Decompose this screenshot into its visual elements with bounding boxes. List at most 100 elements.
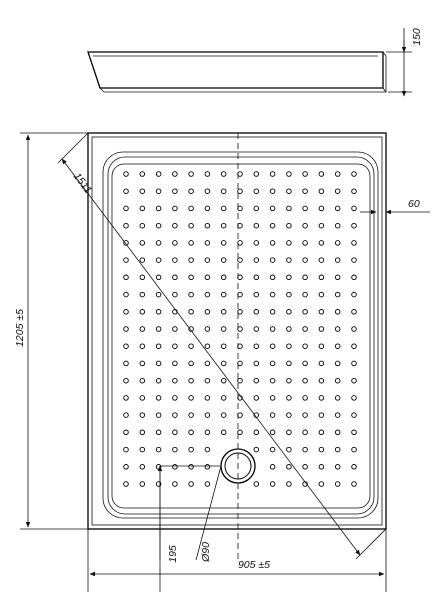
anti-slip-dot [204, 257, 211, 263]
anti-slip-dot [204, 291, 211, 298]
anti-slip-dot [302, 395, 308, 401]
anti-slip-dot [286, 481, 292, 487]
anti-slip-dot [318, 205, 325, 212]
anti-slip-dot [253, 326, 260, 332]
anti-slip-dot [155, 171, 162, 177]
anti-slip-dot [253, 171, 260, 177]
anti-slip-dot [302, 360, 308, 367]
anti-slip-dot [188, 429, 194, 436]
anti-slip-dot [253, 222, 260, 229]
anti-slip-dot [351, 377, 357, 384]
anti-slip-dot [139, 205, 146, 212]
anti-slip-dot [351, 464, 357, 470]
anti-slip-dot [123, 429, 129, 436]
anti-slip-dot [286, 205, 292, 212]
anti-slip-dot [155, 309, 162, 315]
anti-slip-dot [286, 377, 292, 384]
anti-slip-dot [220, 395, 227, 401]
anti-slip-dot [123, 291, 129, 298]
anti-slip-dot [286, 240, 292, 246]
anti-slip-dot [334, 240, 341, 246]
anti-slip-dot [351, 429, 357, 436]
anti-slip-dot [155, 446, 162, 453]
anti-slip-dot [172, 257, 178, 263]
anti-slip-dot [302, 343, 308, 349]
anti-slip-dot [318, 377, 325, 384]
anti-slip-dot [139, 429, 146, 436]
anti-slip-dot [123, 188, 129, 194]
anti-slip-dot [302, 464, 308, 470]
width-label: 905 ±5 [238, 559, 270, 571]
anti-slip-dot [302, 446, 308, 453]
anti-slip-dot [334, 343, 341, 349]
anti-slip-dot [269, 309, 276, 315]
anti-slip-dot [188, 291, 194, 298]
anti-slip-dot [172, 412, 178, 418]
anti-slip-dot [139, 291, 146, 298]
anti-slip-dot [253, 240, 260, 246]
anti-slip-dot [188, 240, 194, 246]
anti-slip-dot [220, 274, 227, 281]
anti-slip-dot [139, 464, 146, 470]
anti-slip-dot [220, 240, 227, 246]
anti-slip-dot [237, 188, 243, 194]
anti-slip-dot [139, 395, 146, 401]
anti-slip-dot [188, 257, 194, 263]
anti-slip-dot [269, 360, 276, 367]
anti-slip-dot [351, 360, 357, 367]
anti-slip-dot [204, 326, 211, 332]
anti-slip-dot [318, 309, 325, 315]
anti-slip-dot [220, 205, 227, 212]
anti-slip-dot [351, 240, 357, 246]
anti-slip-dot [286, 309, 292, 315]
anti-slip-dot [351, 274, 357, 281]
anti-slip-dot [302, 257, 308, 263]
diagonal-label: 1511 [71, 171, 94, 196]
anti-slip-dot [155, 291, 162, 298]
anti-slip-dot [286, 343, 292, 349]
anti-slip-dot [351, 326, 357, 332]
anti-slip-dot [269, 395, 276, 401]
anti-slip-dot [188, 274, 194, 281]
anti-slip-dot [204, 360, 211, 367]
anti-slip-dot [172, 360, 178, 367]
anti-slip-dot [220, 412, 227, 418]
anti-slip-dot [334, 464, 341, 470]
anti-slip-dot [123, 377, 129, 384]
anti-slip-dot [123, 412, 129, 418]
anti-slip-dot [334, 446, 341, 453]
anti-slip-dot [302, 412, 308, 418]
anti-slip-dot [334, 395, 341, 401]
anti-slip-dot [334, 360, 341, 367]
anti-slip-dot [188, 309, 194, 315]
anti-slip-dot [237, 377, 243, 384]
anti-slip-dot [253, 309, 260, 315]
anti-slip-dot [351, 412, 357, 418]
anti-slip-dot [302, 205, 308, 212]
anti-slip-dot [204, 205, 211, 212]
anti-slip-dot [155, 257, 162, 263]
anti-slip-dot [253, 291, 260, 298]
anti-slip-dot [253, 481, 260, 487]
anti-slip-dot [318, 291, 325, 298]
anti-slip-dot [286, 257, 292, 263]
anti-slip-dot [172, 188, 178, 194]
anti-slip-dot [139, 377, 146, 384]
anti-slip-dot [334, 412, 341, 418]
anti-slip-dot [188, 171, 194, 177]
anti-slip-dot [334, 205, 341, 212]
anti-slip-dot [286, 395, 292, 401]
anti-slip-dot [269, 188, 276, 194]
length-label: 1205 ±5 [14, 309, 26, 347]
drain-diameter-dimension: Ø90 [195, 465, 222, 563]
anti-slip-dot [351, 395, 357, 401]
anti-slip-dot [253, 343, 260, 349]
anti-slip-dot [139, 481, 146, 487]
anti-slip-dot [123, 257, 129, 263]
anti-slip-dot [318, 343, 325, 349]
anti-slip-dot [155, 377, 162, 384]
anti-slip-dot [318, 464, 325, 470]
side-view [87, 51, 387, 93]
anti-slip-dot [188, 481, 194, 487]
